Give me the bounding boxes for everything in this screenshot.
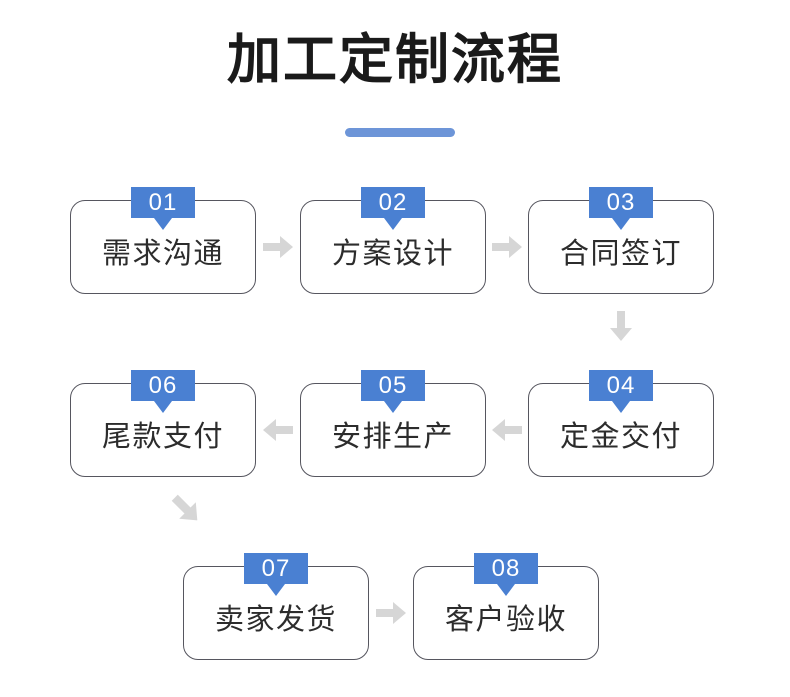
- arrow-right-icon-01-to-02: [263, 234, 293, 260]
- arrow-left-icon-04-to-05: [492, 417, 522, 443]
- step-box-08[interactable]: 08 客户验收: [413, 553, 599, 660]
- arrow-down-icon-03-to-04: [608, 311, 634, 341]
- step-box-03[interactable]: 03 合同签订: [528, 187, 714, 294]
- step-label-05: 安排生产: [331, 421, 454, 453]
- step-number-badge-07: 07: [244, 553, 308, 584]
- step-label-07: 卖家发货: [214, 604, 337, 636]
- page-title: 加工定制流程: [227, 30, 563, 90]
- step-number-02: 02: [378, 188, 408, 216]
- step-number-badge-02: 02: [361, 187, 425, 218]
- step-number-06: 06: [148, 371, 178, 399]
- arrow-right-icon-07-to-08: [376, 600, 406, 626]
- step-label-01: 需求沟通: [101, 238, 224, 270]
- step-number-08: 08: [491, 554, 521, 582]
- arrow-left-icon-05-to-06: [263, 417, 293, 443]
- step-number-badge-03: 03: [589, 187, 653, 218]
- step-number-badge-01: 01: [131, 187, 195, 218]
- arrow-right-icon-02-to-03: [492, 234, 522, 260]
- step-box-04[interactable]: 04 定金交付: [528, 370, 714, 477]
- step-number-badge-06: 06: [131, 370, 195, 401]
- step-label-08: 客户验收: [444, 604, 567, 636]
- step-number-badge-04: 04: [589, 370, 653, 401]
- step-label-06: 尾款支付: [101, 421, 224, 453]
- title-underline-bar: [345, 128, 455, 137]
- step-label-03: 合同签订: [559, 238, 682, 270]
- arrow-down-right-icon-06-to-07: [170, 493, 202, 525]
- step-box-01[interactable]: 01 需求沟通: [70, 187, 256, 294]
- step-box-07[interactable]: 07 卖家发货: [183, 553, 369, 660]
- step-number-01: 01: [148, 188, 178, 216]
- step-number-05: 05: [378, 371, 408, 399]
- step-number-badge-05: 05: [361, 370, 425, 401]
- step-box-06[interactable]: 06 尾款支付: [70, 370, 256, 477]
- step-number-03: 03: [606, 188, 636, 216]
- step-label-04: 定金交付: [559, 421, 682, 453]
- step-number-badge-08: 08: [474, 553, 538, 584]
- step-number-04: 04: [606, 371, 636, 399]
- step-box-05[interactable]: 05 安排生产: [300, 370, 486, 477]
- step-box-02[interactable]: 02 方案设计: [300, 187, 486, 294]
- step-label-02: 方案设计: [331, 238, 454, 270]
- step-number-07: 07: [261, 554, 291, 582]
